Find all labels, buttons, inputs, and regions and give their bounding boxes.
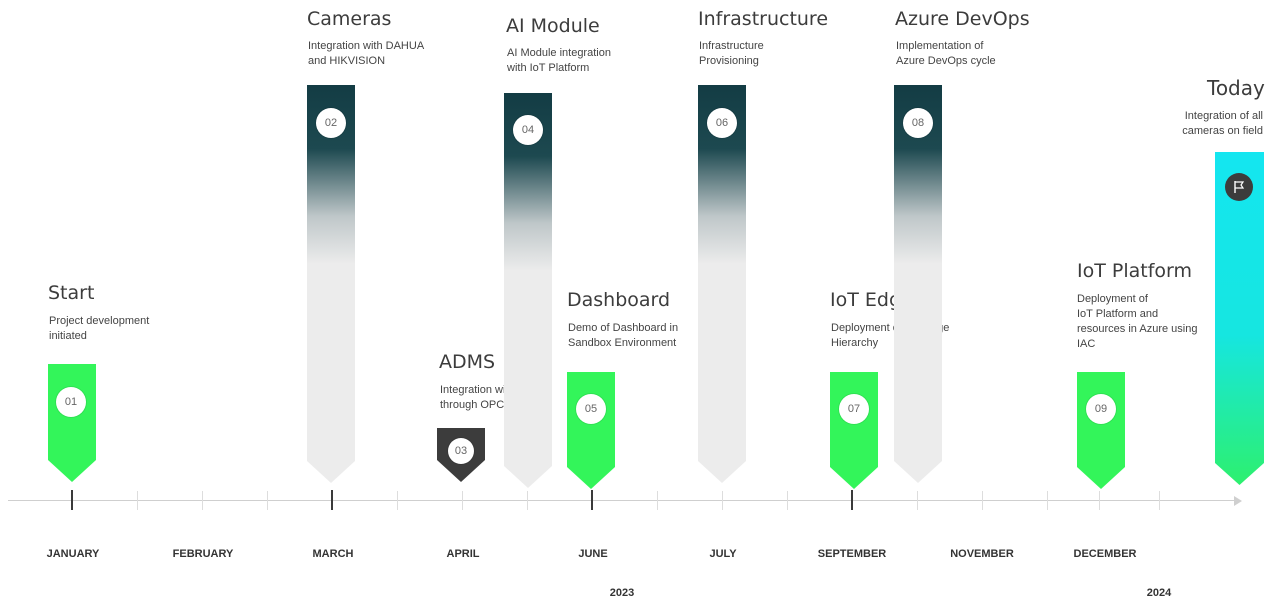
milestone-number-badge: 03 [448, 438, 474, 464]
axis-tick [917, 491, 918, 510]
axis-arrow-icon [1234, 496, 1242, 506]
milestone-title: Azure DevOps [895, 8, 1030, 30]
milestone-title: Today [1207, 76, 1265, 100]
milestone-title: Infrastructure [698, 8, 829, 30]
axis-tick [462, 491, 463, 510]
milestone-marker [504, 93, 552, 488]
axis-tick [982, 491, 983, 510]
milestone-number-badge: 08 [903, 108, 933, 138]
milestone-number-badge: 06 [707, 108, 737, 138]
milestone-description: Project development initiated [49, 315, 150, 342]
milestone-marker [830, 372, 878, 489]
milestone-description: AI Module integration with IoT Platform [507, 47, 611, 74]
month-label: FEBRUARY [172, 548, 234, 560]
milestone-title: Cameras [307, 8, 392, 30]
axis-tick [267, 491, 268, 510]
year-label: 2023 [609, 587, 635, 599]
timeline-axis [8, 500, 1240, 501]
milestone-title: IoT Platform [1077, 260, 1193, 282]
axis-tick [1047, 491, 1048, 510]
month-label: MARCH [312, 548, 354, 560]
milestone-number-badge: 07 [839, 394, 869, 424]
milestone-number-badge: 09 [1086, 394, 1116, 424]
milestone-title: IoT Edge [830, 289, 913, 311]
month-label: DECEMBER [1073, 548, 1137, 560]
milestone-description: Integration of all cameras on field [1182, 110, 1263, 137]
milestone-marker [307, 85, 355, 483]
axis-tick [137, 491, 138, 510]
month-label: JANUARY [46, 548, 100, 560]
milestone-marker [1077, 372, 1125, 489]
year-label: 2024 [1146, 587, 1172, 599]
milestone-number-badge: 04 [513, 115, 543, 145]
axis-tick [722, 491, 723, 510]
axis-tick [1099, 491, 1100, 510]
month-label: APRIL [446, 548, 480, 560]
month-label: NOVEMBER [950, 548, 1014, 560]
axis-tick [71, 490, 73, 510]
milestone-marker [48, 364, 96, 482]
month-label: JULY [709, 548, 737, 560]
axis-tick [397, 491, 398, 510]
axis-tick [202, 491, 203, 510]
milestone-marker [698, 85, 746, 483]
month-label: JUNE [578, 548, 608, 560]
milestone-marker [1215, 152, 1264, 485]
milestone-number-badge: 01 [56, 387, 86, 417]
axis-tick [527, 491, 528, 510]
milestone-title: ADMS [439, 351, 496, 373]
milestone-description: Infrastructure Provisioning [699, 40, 764, 67]
axis-tick [851, 490, 853, 510]
axis-tick [591, 490, 593, 510]
month-label: SEPTEMBER [817, 548, 887, 560]
milestone-number-badge: 02 [316, 108, 346, 138]
milestone-description: Demo of Dashboard in Sandbox Environment [568, 322, 679, 349]
milestone-description: Implementation of Azure DevOps cycle [896, 40, 996, 67]
axis-tick [657, 491, 658, 510]
axis-tick [331, 490, 333, 510]
flag-icon [1225, 173, 1253, 201]
milestone-number-badge: 05 [576, 394, 606, 424]
milestone-description: Deployment of IoT Platform and resources… [1077, 293, 1198, 350]
milestone-title: AI Module [506, 15, 600, 37]
milestone-title: Start [48, 282, 95, 304]
milestone-description: Integration with DAHUA and HIKVISION [308, 40, 425, 67]
axis-tick [1159, 491, 1160, 510]
milestone-marker [894, 85, 942, 483]
axis-tick [787, 491, 788, 510]
milestone-marker [567, 372, 615, 489]
milestone-title: Dashboard [567, 289, 671, 311]
